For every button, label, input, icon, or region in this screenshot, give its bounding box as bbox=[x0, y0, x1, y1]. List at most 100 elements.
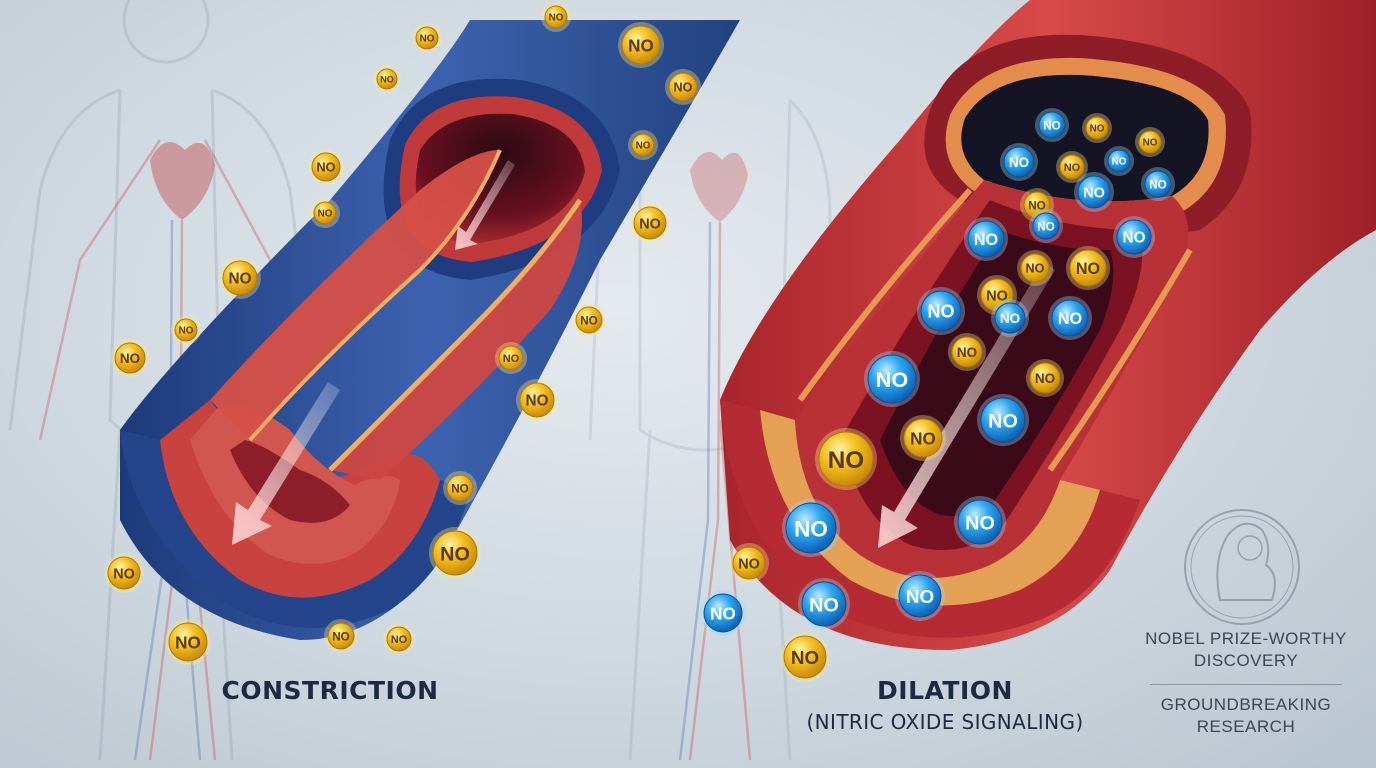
no-molecule-label: NO bbox=[636, 141, 651, 152]
no-molecule-icon: NO bbox=[815, 428, 877, 490]
no-molecule-label: NO bbox=[1000, 311, 1020, 326]
flow-arrow-icon bbox=[878, 262, 1055, 548]
no-molecule-icon: NO bbox=[630, 203, 670, 243]
no-molecule-icon: NO bbox=[412, 23, 442, 53]
no-molecule-icon: NO bbox=[171, 315, 201, 345]
no-molecule-icon: NO bbox=[1000, 143, 1038, 181]
no-molecule-label: NO bbox=[906, 587, 934, 608]
no-molecule-label: NO bbox=[317, 161, 336, 175]
nobel-medal-icon bbox=[1184, 509, 1300, 625]
heart-icon bbox=[150, 142, 748, 222]
no-molecule-icon: NO bbox=[864, 351, 920, 407]
no-molecule-label: NO bbox=[928, 302, 955, 322]
no-molecule-label: NO bbox=[1026, 262, 1045, 276]
no-molecule-label: NO bbox=[1090, 124, 1105, 135]
no-molecule-icon: NO bbox=[917, 287, 965, 335]
no-molecule-label: NO bbox=[828, 447, 864, 474]
no-molecule-icon: NO bbox=[104, 553, 144, 593]
no-molecule-label: NO bbox=[957, 345, 977, 360]
no-molecule-icon: NO bbox=[964, 217, 1008, 261]
no-molecule-label: NO bbox=[876, 367, 908, 392]
no-molecule-icon: NO bbox=[1135, 127, 1165, 157]
no-molecules-group: NO NO NO NO NO NO NO NO NO NO NO NO NO NO NO NO NO NO NO NO… bbox=[104, 2, 1175, 682]
no-molecule-icon: NO bbox=[1017, 250, 1053, 286]
no-molecule-label: NO bbox=[380, 74, 394, 84]
no-molecule-label: NO bbox=[1043, 119, 1061, 132]
no-molecule-label: NO bbox=[639, 216, 661, 232]
no-molecule-icon: NO bbox=[1141, 167, 1175, 201]
no-molecule-label: NO bbox=[794, 516, 828, 541]
no-molecule-label: NO bbox=[1149, 178, 1167, 191]
no-molecule-icon: NO bbox=[373, 65, 401, 93]
no-molecule-icon: NO bbox=[665, 69, 701, 105]
no-molecule-icon: NO bbox=[443, 471, 477, 505]
no-molecule-label: NO bbox=[710, 604, 736, 623]
no-molecule-label: NO bbox=[332, 630, 350, 643]
no-molecule-icon: NO bbox=[1082, 113, 1112, 143]
no-molecule-icon: NO bbox=[310, 198, 340, 228]
no-molecule-icon: NO bbox=[977, 394, 1029, 446]
no-molecule-icon: NO bbox=[782, 499, 840, 557]
no-molecule-icon: NO bbox=[618, 22, 664, 68]
no-molecule-label: NO bbox=[1009, 155, 1029, 170]
no-molecule-label: NO bbox=[974, 231, 998, 249]
dilation-label: DILATION bbox=[877, 676, 1013, 705]
no-molecule-label: NO bbox=[1083, 185, 1105, 201]
no-molecule-icon: NO bbox=[1074, 172, 1114, 212]
no-molecule-label: NO bbox=[113, 566, 135, 582]
no-molecule-icon: NO bbox=[1026, 359, 1064, 397]
no-molecule-label: NO bbox=[503, 353, 519, 365]
no-molecule-icon: NO bbox=[1066, 246, 1110, 290]
no-molecule-label: NO bbox=[229, 271, 252, 288]
no-molecule-label: NO bbox=[1076, 260, 1100, 278]
flow-arrow-icon bbox=[232, 382, 340, 545]
no-molecule-icon: NO bbox=[495, 342, 527, 374]
no-molecule-icon: NO bbox=[948, 333, 986, 371]
no-molecule-label: NO bbox=[580, 314, 598, 327]
no-molecule-label: NO bbox=[1028, 199, 1046, 212]
constricted-vessel bbox=[120, 20, 740, 640]
no-molecule-label: NO bbox=[1112, 157, 1127, 168]
no-molecule-label: NO bbox=[420, 34, 435, 45]
no-molecule-icon: NO bbox=[1048, 296, 1092, 340]
no-molecule-label: NO bbox=[1064, 162, 1080, 174]
nobel-caption: NOBEL PRIZE-WORTHY DISCOVERY bbox=[1145, 629, 1347, 670]
no-molecule-icon: NO bbox=[541, 2, 571, 32]
no-molecule-icon: NO bbox=[572, 303, 606, 337]
dilation-sublabel: (NITRIC OXIDE SIGNALING) bbox=[806, 710, 1084, 734]
no-molecule-icon: NO bbox=[991, 299, 1029, 337]
no-molecule-label: NO bbox=[1143, 138, 1158, 149]
no-molecule-label: NO bbox=[318, 209, 333, 220]
no-molecule-icon: NO bbox=[1113, 216, 1155, 258]
no-molecule-icon: NO bbox=[429, 527, 481, 579]
no-molecule-icon: NO bbox=[1104, 146, 1134, 176]
no-molecule-icon: NO bbox=[780, 632, 830, 682]
no-molecule-label: NO bbox=[986, 288, 1008, 304]
no-molecule-label: NO bbox=[391, 634, 407, 646]
no-molecule-label: NO bbox=[451, 482, 469, 495]
no-molecule-label: NO bbox=[988, 410, 1018, 432]
no-molecule-icon: NO bbox=[219, 257, 261, 299]
research-caption: GROUNDBREAKING RESEARCH bbox=[1160, 695, 1332, 736]
no-molecule-icon: NO bbox=[1035, 108, 1069, 142]
flow-arrow-icon bbox=[455, 160, 515, 250]
no-molecule-label: NO bbox=[440, 543, 470, 565]
no-molecule-icon: NO bbox=[1056, 151, 1088, 183]
no-molecule-icon: NO bbox=[729, 543, 769, 583]
no-molecule-icon: NO bbox=[308, 149, 344, 185]
no-molecule-label: NO bbox=[738, 556, 760, 572]
no-molecule-label: NO bbox=[965, 512, 995, 534]
no-molecule-label: NO bbox=[526, 393, 549, 410]
caption-divider bbox=[1150, 684, 1342, 685]
no-molecule-label: NO bbox=[809, 594, 839, 616]
no-molecule-label: NO bbox=[120, 351, 140, 366]
no-molecule-icon: NO bbox=[954, 496, 1006, 548]
no-molecule-label: NO bbox=[1037, 220, 1055, 233]
no-molecule-label: NO bbox=[179, 326, 194, 337]
no-molecule-icon: NO bbox=[900, 415, 946, 461]
no-molecule-label: NO bbox=[175, 633, 201, 652]
no-molecule-label: NO bbox=[674, 81, 693, 95]
no-molecule-label: NO bbox=[910, 429, 936, 448]
no-molecule-label: NO bbox=[791, 648, 819, 669]
